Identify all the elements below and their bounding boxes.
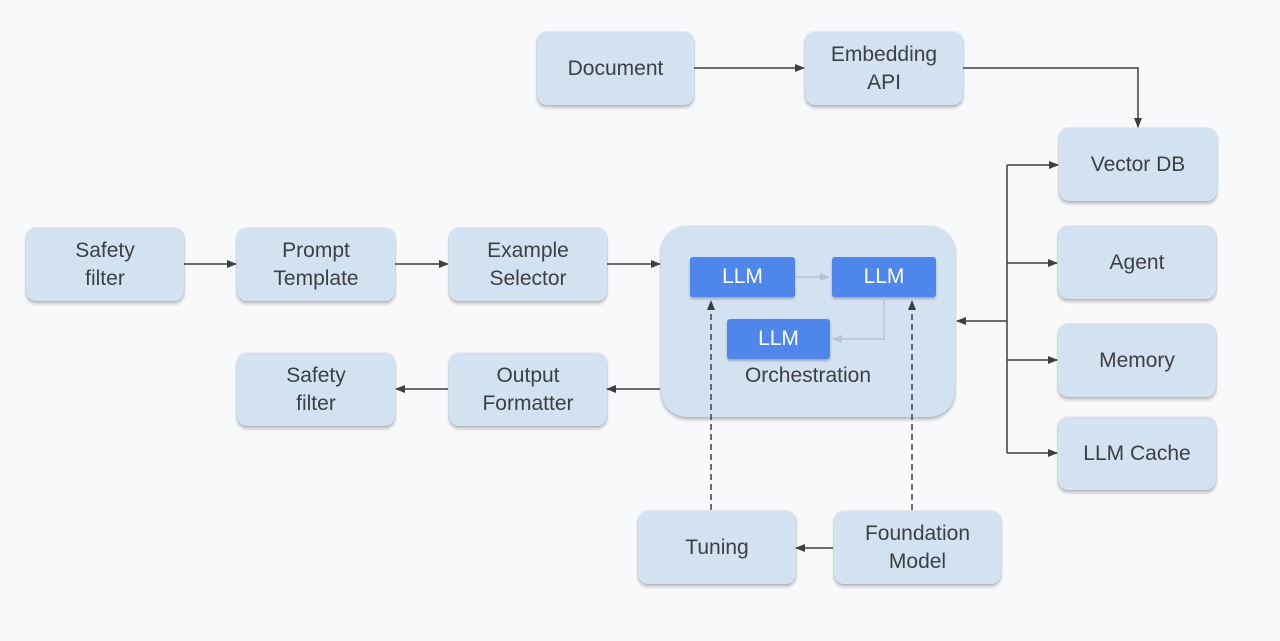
arrow-embedding-vectordb (963, 67, 1142, 128)
llm-block-1: LLM (690, 257, 795, 297)
vector-db-box: Vector DB (1059, 128, 1217, 201)
example-selector-box: Example Selector (449, 228, 607, 301)
llm-block-3: LLM (727, 319, 830, 359)
safety-filter-input-box: Safety filter (26, 228, 184, 301)
tuning-box: Tuning (638, 511, 796, 584)
agent-box: Agent (1058, 226, 1216, 299)
document-box: Document (537, 32, 694, 105)
llm-block-2: LLM (832, 257, 936, 297)
output-formatter-box: Output Formatter (449, 353, 607, 426)
embedding-api-box: Embedding API (805, 32, 963, 105)
memory-box: Memory (1058, 324, 1216, 397)
safety-filter-output-box: Safety filter (237, 353, 395, 426)
llm-cache-box: LLM Cache (1058, 417, 1216, 490)
prompt-template-box: Prompt Template (237, 228, 395, 301)
orchestration-label: Orchestration (744, 364, 872, 387)
foundation-model-box: Foundation Model (834, 511, 1001, 584)
